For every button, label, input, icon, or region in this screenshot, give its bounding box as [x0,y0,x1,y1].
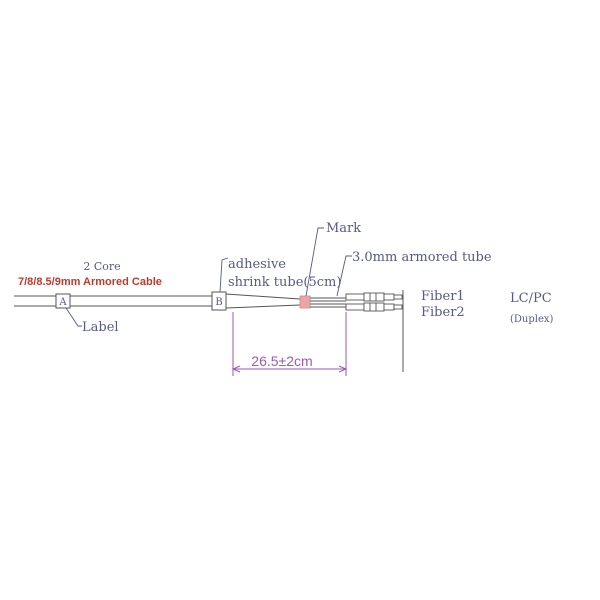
breakout-boot-b [211,291,227,311]
leader-lines [65,227,352,327]
lc-connector-1 [345,292,403,302]
fiber1-text: Fiber1 [421,289,465,304]
connector-type-text: LC/PC [510,291,552,306]
armored-tube-text: 3.0mm armored tube [352,250,492,265]
dimension-marker [231,312,348,376]
armored-cable-text: 7/8/8.5/9mm Armored Cable [18,276,162,288]
label-tag-a [55,293,71,309]
adhesive-text-line2: shrink tube(5cm) [228,275,341,290]
fiber2-text: Fiber2 [421,305,465,320]
mark-text: Mark [326,221,361,236]
dimension-text: 26.5±2cm [251,353,312,369]
core-count-text: 2 Core [83,260,120,273]
duplex-text: (Duplex) [510,314,554,325]
adhesive-text-line1: adhesive [228,257,286,272]
main-cable [14,295,212,307]
breakout-boot-b-text: B [215,297,222,308]
fiber-tubes [310,297,346,308]
mark-ring [299,295,311,309]
lc-connector-2 [345,302,403,312]
label-tag-a-text: A [58,297,67,308]
boot-taper [225,293,301,309]
label-text: Label [82,320,119,335]
